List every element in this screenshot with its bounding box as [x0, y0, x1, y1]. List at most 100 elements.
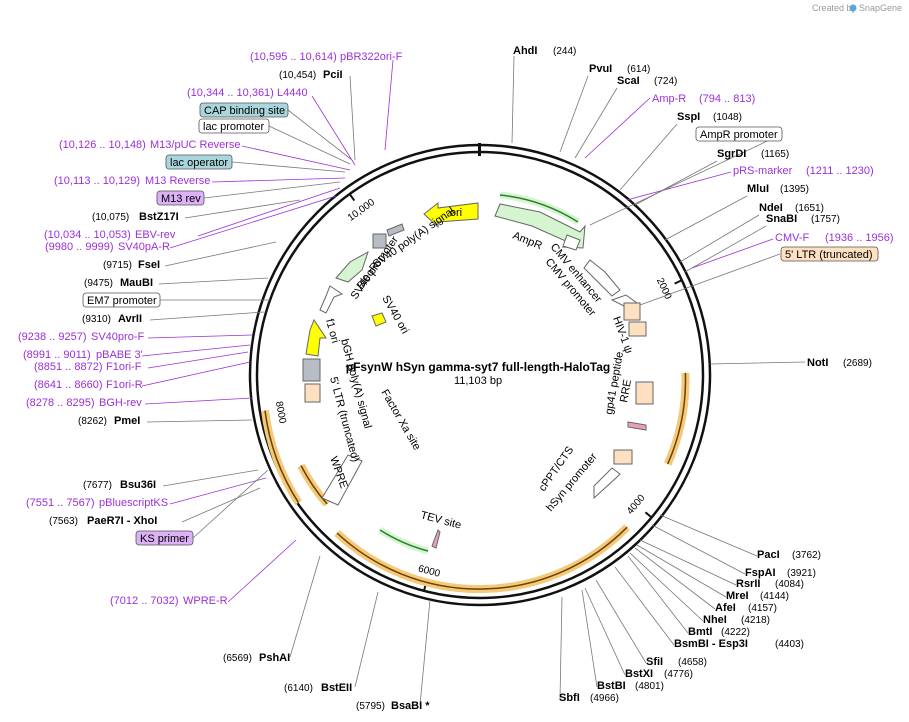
outer-feature-arcs	[261, 191, 690, 594]
leader-line-1	[559, 75, 589, 153]
cds-arc-bottom-line	[336, 526, 628, 590]
box-ampr-promoter	[695, 126, 783, 142]
primer-range-sv40pa-r: (9980 .. 9999)	[45, 241, 114, 253]
leader-line-17	[595, 579, 647, 664]
leader-line-28	[158, 277, 269, 285]
leader-line-14	[629, 552, 704, 622]
leader-line-39	[141, 344, 251, 357]
primer-range-f1ori-f: (8851 .. 8872)	[34, 361, 103, 373]
enzyme-label-rsrii: RsrII	[736, 578, 760, 590]
primer-label-ebv-rev: EBV-rev	[135, 229, 176, 241]
enzyme-pos-fspai: (3921)	[787, 568, 816, 579]
enzyme-pos-bstbi: (4801)	[635, 681, 664, 692]
leader-line-0	[511, 55, 515, 144]
enzyme-pos-fsei: (9715)	[103, 260, 132, 271]
leader-line-40	[147, 351, 249, 369]
enzyme-pos-bsabi: (5795)	[356, 701, 385, 712]
snapgene-logo-icon	[849, 4, 857, 12]
credit-brand: SnapGene	[859, 3, 902, 13]
enzyme-pos-sgrdi: (1165)	[761, 149, 789, 160]
enzyme-label-avrii: AvrII	[118, 313, 142, 325]
primer-label-l4440: L4440	[277, 87, 308, 99]
bleor-arrow	[335, 250, 369, 283]
primer-label-bgh-rev: BGH-rev	[99, 397, 142, 409]
leader-line-6	[679, 214, 760, 263]
leader-line-30	[184, 199, 301, 219]
leader-line-12	[636, 544, 727, 598]
leader-line-37	[169, 195, 337, 249]
box-em7-promoter	[82, 292, 161, 308]
enzyme-labels-left: (5795) BsaBI * (6140) BstEII (6569) PshA…	[49, 69, 430, 712]
scale-tick-0	[674, 279, 682, 285]
cds-arc-left	[261, 409, 302, 505]
enzyme-label-paer7i: PaeR7I - XhoI	[87, 515, 157, 527]
box-lac-promoter	[198, 118, 270, 134]
enzyme-pos-bstz17i: (10,075)	[92, 212, 129, 223]
leader-line-55	[639, 253, 781, 306]
green-arc-top-line	[499, 194, 579, 223]
enzyme-label-pmei: PmeI	[114, 415, 140, 427]
sv40-polya-box	[372, 233, 387, 249]
enzyme-pos-bmti: (4222)	[721, 627, 750, 638]
leader-line-26	[146, 419, 253, 423]
leader-line-20	[559, 596, 563, 700]
leader-line-34	[241, 145, 351, 171]
enzyme-pos-nhei: (4218)	[741, 615, 770, 626]
box-label-5-ltr-truncated: 5' LTR (truncated)	[785, 249, 872, 261]
leader-line-9	[659, 514, 758, 557]
scale-tick-4	[349, 194, 356, 202]
leader-line-35	[211, 177, 346, 183]
primer-label-f1ori-r: F1ori-R	[106, 379, 143, 391]
bgh-polya-box	[302, 358, 321, 382]
enzyme-pos-bstxi: (4776)	[664, 669, 693, 680]
primer-label-amp-r: Amp-R	[652, 93, 686, 105]
leader-line-11	[639, 539, 737, 586]
box-m13-rev	[156, 190, 205, 206]
leader-line-33	[311, 95, 356, 166]
enzyme-pos-ahdi: (244)	[553, 46, 576, 57]
primer-range-prs-marker: (1211 .. 1230)	[806, 165, 874, 177]
enzyme-pos-scai: (724)	[654, 76, 677, 87]
primer-range-pbr322ori-f: (10,595 .. 10,614)	[250, 51, 337, 63]
box-label-lac-operator: lac operator	[170, 157, 228, 169]
leader-line-54	[589, 133, 783, 226]
enzyme-label-bstxi: BstXI	[625, 668, 653, 680]
enzyme-label-bsteii: BstEII	[321, 682, 352, 694]
enzyme-pos-sbfi: (4966)	[590, 693, 619, 704]
primer-label-f1ori-f: F1ori-F	[106, 361, 142, 373]
enzyme-label-pshai: PshAI	[259, 652, 290, 664]
feature-label-tev-site: TEV site	[419, 509, 462, 531]
enzyme-label-bsabi: BsaBI *	[391, 700, 430, 712]
leader-line-47	[691, 238, 774, 269]
leader-line-53	[192, 469, 269, 539]
leader-line-32	[384, 59, 394, 151]
enzyme-label-sgrdi: SgrDI	[717, 148, 746, 160]
enzyme-label-scai: ScaI	[617, 75, 640, 87]
enzyme-pos-noti: (2689)	[843, 358, 872, 369]
cds-arc-right-line	[667, 372, 687, 465]
primer-labels: (10,595 .. 10,614) pBR322ori-F (10,344 .…	[18, 51, 894, 607]
enzyme-label-mlui: MluI	[747, 183, 769, 195]
cds-arc-right	[664, 372, 690, 466]
primer-range-wpre-r: (7012 .. 7032)	[110, 595, 179, 607]
enzyme-label-sfii: SfiI	[646, 656, 663, 668]
feature-label-factor-xa: Factor Xa site	[378, 388, 422, 453]
enzyme-pos-pmei: (8262)	[78, 416, 107, 427]
leader-line-25	[162, 469, 259, 487]
ltr-right-box	[623, 302, 641, 321]
box-label-lac-promoter: lac promoter	[203, 121, 264, 133]
enzyme-pos-sspi: (1048)	[713, 112, 742, 123]
enzyme-label-sspi: SspI	[677, 111, 700, 123]
leader-line-3	[619, 123, 678, 191]
gp41-glyph	[627, 421, 647, 431]
enzyme-pos-paci: (3762)	[792, 550, 821, 561]
enzyme-pos-mrei: (4144)	[760, 591, 789, 602]
leader-line-16	[614, 566, 675, 646]
enzyme-pos-afei: (4157)	[748, 603, 777, 614]
leader-line-5	[664, 195, 748, 241]
cppt-box	[613, 449, 633, 465]
snapgene-credit: Created by SnapGene	[812, 3, 902, 13]
box-label-m13-rev: M13 rev	[161, 193, 201, 205]
enzyme-label-noti: NotI	[807, 357, 828, 369]
leader-line-38	[147, 334, 253, 339]
